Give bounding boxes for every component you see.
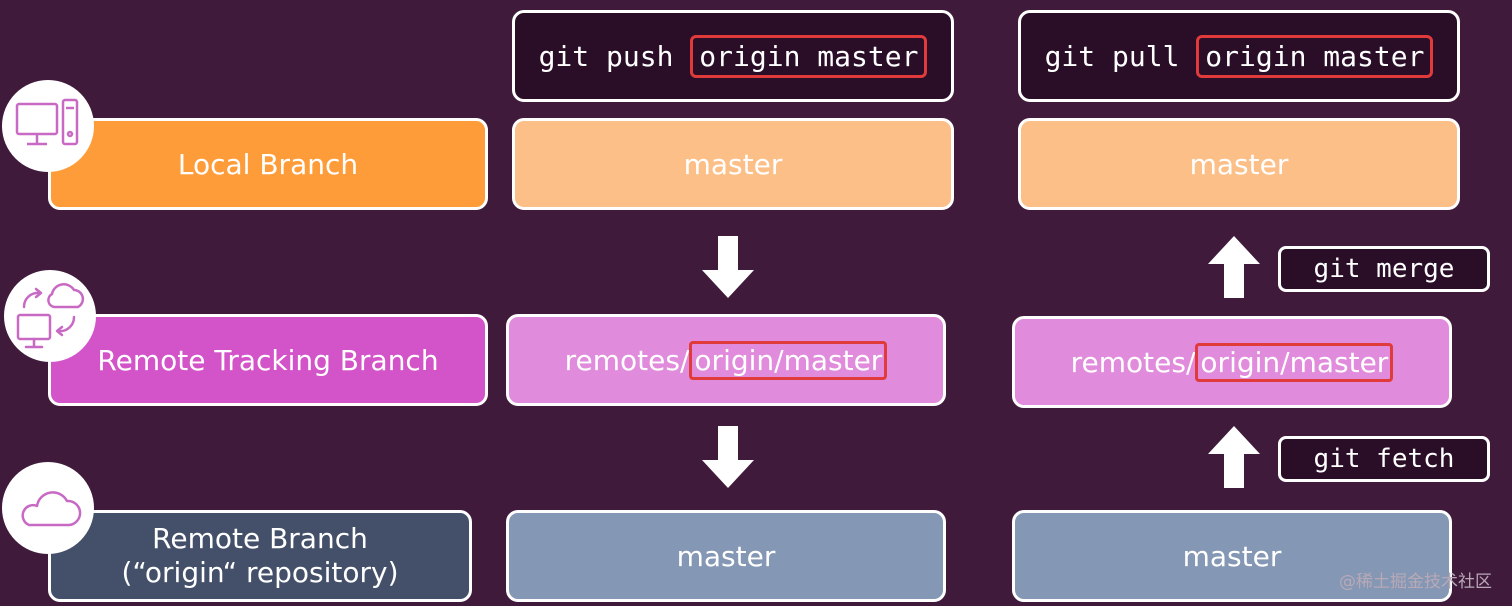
git-merge-label: git merge [1278, 246, 1490, 292]
sync-icon-circle [4, 270, 96, 362]
remote-branch-label: Remote Branch (“origin“ repository) [48, 510, 472, 602]
push-tracking-prefix: remotes/ [564, 343, 690, 377]
cloud-icon-circle [2, 462, 94, 554]
pull-local-master-text: master [1189, 147, 1289, 181]
watermark: @稀土掘金技术社区 [1339, 572, 1492, 592]
push-local-master-text: master [683, 147, 783, 181]
arrow-up-icon [1208, 426, 1260, 488]
arrow-down-icon [702, 236, 754, 298]
git-push-prefix: git push [538, 39, 691, 73]
push-remote-master: master [506, 510, 946, 602]
push-tracking-branch: remotes/origin/master [506, 314, 946, 406]
push-tracking-highlight: origin/master [689, 340, 888, 380]
pull-tracking-prefix: remotes/ [1070, 345, 1196, 379]
git-pull-prefix: git pull [1044, 39, 1197, 73]
push-local-master: master [512, 118, 954, 210]
local-branch-text: Local Branch [177, 147, 359, 181]
cloud-icon [21, 491, 82, 527]
git-push-highlight: origin master [690, 34, 928, 78]
pull-tracking-branch: remotes/origin/master [1012, 316, 1452, 408]
remote-tracking-branch-label: Remote Tracking Branch [48, 314, 488, 406]
pull-remote-master: master [1012, 510, 1452, 602]
git-pull-command: git pull origin master [1018, 10, 1460, 102]
arrow-down-icon [702, 426, 754, 488]
git-fetch-text: git fetch [1313, 444, 1455, 474]
pull-remote-master-text: master [1182, 539, 1282, 573]
arrow-up-icon [1208, 236, 1260, 298]
computer-icon [15, 98, 79, 146]
computer-icon-circle [2, 80, 94, 172]
git-push-command: git push origin master [512, 10, 954, 102]
remote-branch-text: Remote Branch [152, 522, 368, 555]
local-branch-label: Local Branch [48, 118, 488, 210]
remote-branch-subtext: (“origin“ repository) [121, 556, 399, 589]
git-fetch-label: git fetch [1278, 436, 1490, 482]
remote-tracking-branch-text: Remote Tracking Branch [97, 343, 439, 377]
pull-local-master: master [1018, 118, 1460, 210]
sync-cloud-computer-icon [16, 283, 85, 349]
git-merge-text: git merge [1313, 254, 1455, 284]
git-pull-highlight: origin master [1196, 34, 1434, 78]
push-remote-master-text: master [676, 539, 776, 573]
pull-tracking-highlight: origin/master [1195, 342, 1394, 382]
